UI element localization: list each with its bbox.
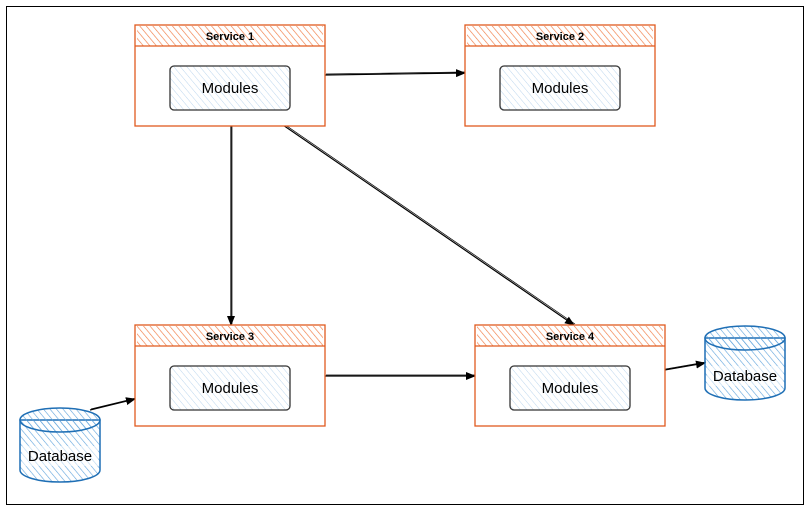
service-4-header [477, 326, 663, 346]
database-left-label: Database [28, 448, 92, 465]
service-2-modules[interactable] [499, 65, 621, 111]
service-1-box[interactable]: Service 1 Modules [134, 24, 326, 127]
service-1-modules-label: Modules [202, 80, 259, 97]
connector-service-1-to-service-2[interactable] [324, 69, 466, 78]
database-right-cylinder[interactable]: Database [704, 325, 786, 401]
diagram-frame [6, 6, 804, 505]
connector-service-1-to-service-4-sketch [264, 110, 576, 325]
service-2-modules-label: Modules [532, 80, 589, 97]
service-2-header [467, 26, 653, 46]
connector-service-1-to-service-2-sketch [325, 71, 467, 75]
service-2-title: Service 2 [536, 31, 584, 43]
database-right-label: Database [713, 368, 777, 385]
service-3-header [137, 326, 323, 346]
service-1-modules[interactable] [169, 65, 291, 111]
database-left-cylinder[interactable]: Database [19, 407, 101, 483]
service-1-title: Service 1 [206, 31, 254, 43]
service-4-modules-label: Modules [542, 380, 599, 397]
service-3-box[interactable]: Service 3 Modules [134, 324, 326, 427]
service-4-box[interactable]: Service 4 Modules [474, 324, 666, 427]
connector-database-left-to-service-3-sketch [90, 397, 137, 410]
service-3-modules[interactable] [169, 365, 291, 411]
connector-service-1-to-service-4[interactable] [263, 111, 575, 326]
service-4-title: Service 4 [546, 331, 595, 343]
connector-database-left-to-service-3[interactable] [89, 397, 136, 411]
service-1-header [137, 26, 323, 46]
service-2-box[interactable]: Service 2 Modules [464, 24, 656, 127]
service-3-modules-label: Modules [202, 380, 259, 397]
service-3-title: Service 3 [206, 331, 254, 343]
service-4-modules[interactable] [509, 365, 631, 411]
